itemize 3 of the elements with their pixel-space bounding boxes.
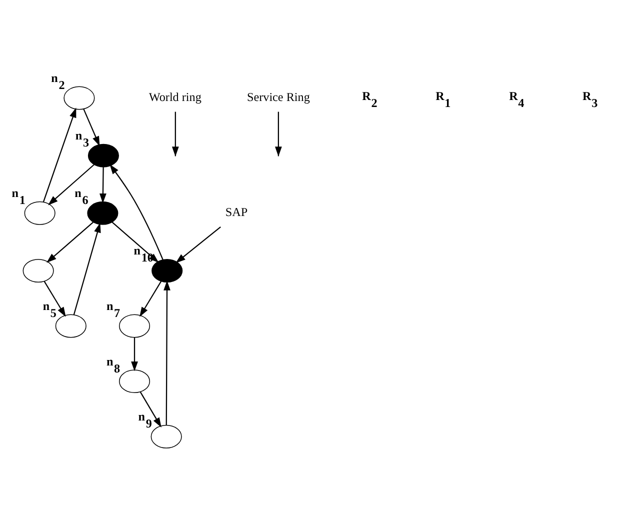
- node-text: Service Ring: [246, 89, 310, 104]
- node-text: SAP: [225, 204, 248, 219]
- node-text: World ring: [148, 89, 202, 104]
